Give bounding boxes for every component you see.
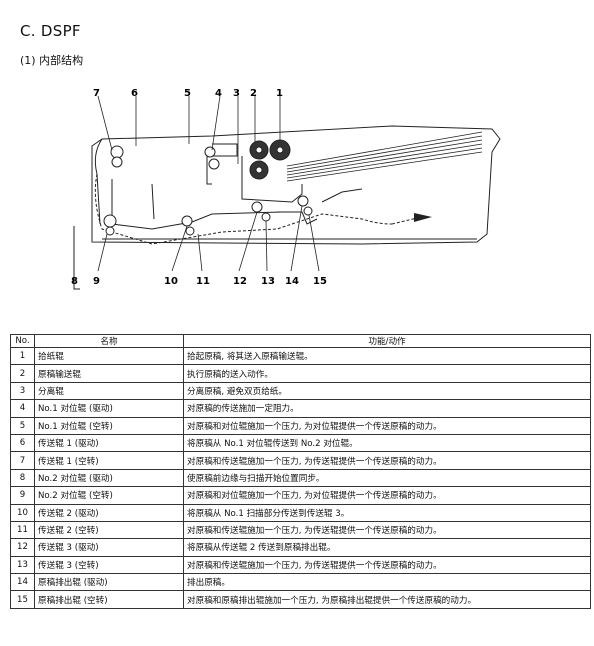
part-function: 对原稿和传送辊施加一个压力, 为传送辊提供一个传送原稿的动力。 — [183, 520, 591, 540]
row-number: 1 — [10, 346, 35, 366]
callout-4: 4 — [215, 88, 222, 99]
row-number: 6 — [10, 433, 35, 453]
callout-6: 6 — [131, 88, 138, 99]
part-function: 将原稿从传送辊 2 传送到原稿排出辊。 — [183, 538, 591, 557]
row-number: 7 — [10, 451, 35, 470]
part-function: 分离原稿, 避免双页给纸。 — [183, 381, 591, 401]
row-number: 14 — [10, 573, 35, 592]
callout-1: 1 — [276, 88, 283, 99]
part-name: 原稿排出辊 (驱动) — [34, 573, 184, 592]
dspf-internal-structure-diagram: 1 2 3 4 5 6 7 8 9 10 11 12 13 14 15 — [71, 88, 501, 290]
part-function: 将原稿从 No.1 对位辊传送到 No.2 对位辊。 — [183, 433, 591, 453]
part-name: 传送辊 2 (空转) — [34, 520, 184, 540]
part-function: 对原稿和对位辊施加一个压力, 为对位辊提供一个传送原稿的动力。 — [183, 416, 591, 435]
part-function: 对原稿和传送辊施加一个压力, 为传送辊提供一个传送原稿的动力。 — [183, 451, 591, 470]
part-function: 对原稿的传送施加一定阻力。 — [183, 399, 591, 418]
row-number: 9 — [10, 486, 35, 505]
part-function: 将原稿从 No.1 扫描部分传送到传送辊 3。 — [183, 503, 591, 522]
row-number: 3 — [10, 381, 35, 401]
part-name: 传送辊 3 (空转) — [34, 555, 184, 575]
part-function: 对原稿和原稿排出辊施加一个压力, 为原稿排出辊提供一个传送原稿的动力。 — [183, 590, 591, 609]
row-number: 2 — [10, 364, 35, 383]
part-function: 使原稿前边缘与扫描开始位置同步。 — [183, 468, 591, 488]
table-header-row: No. 名称 功能/动作 — [10, 334, 591, 348]
callout-7: 7 — [93, 88, 100, 99]
callout-15: 15 — [313, 276, 327, 287]
row-number: 13 — [10, 555, 35, 575]
part-name: 分离辊 — [34, 381, 184, 401]
row-number: 10 — [10, 503, 35, 522]
part-name: 传送辊 1 (驱动) — [34, 433, 184, 453]
part-name: 原稿输送辊 — [34, 364, 184, 383]
callout-5: 5 — [184, 88, 191, 99]
part-name: No.1 对位辊 (空转) — [34, 416, 184, 435]
callout-11: 11 — [196, 276, 210, 287]
part-name: No.1 对位辊 (驱动) — [34, 399, 184, 418]
section-heading: C. DSPF — [20, 22, 81, 40]
row-number: 15 — [10, 590, 35, 609]
row-number: 4 — [10, 399, 35, 418]
header-no: No. — [10, 334, 35, 348]
row-number: 8 — [10, 468, 35, 488]
callout-2: 2 — [250, 88, 257, 99]
part-function: 执行原稿的送入动作。 — [183, 364, 591, 383]
callout-14: 14 — [285, 276, 299, 287]
callout-9: 9 — [93, 276, 100, 287]
header-name: 名称 — [34, 334, 184, 348]
row-number: 5 — [10, 416, 35, 435]
part-function: 排出原稿。 — [183, 573, 591, 592]
row-number: 11 — [10, 520, 35, 540]
callout-3: 3 — [233, 88, 240, 99]
part-name: 传送辊 3 (驱动) — [34, 538, 184, 557]
part-function: 对原稿和对位辊施加一个压力, 为对位辊提供一个传送原稿的动力。 — [183, 486, 591, 505]
part-name: No.2 对位辊 (空转) — [34, 486, 184, 505]
part-function: 对原稿和传送辊施加一个压力, 为传送辊提供一个传送原稿的动力。 — [183, 555, 591, 575]
part-name: 传送辊 2 (驱动) — [34, 503, 184, 522]
callout-8: 8 — [71, 276, 78, 287]
part-function: 拾起原稿, 将其送入原稿输送辊。 — [183, 346, 591, 366]
callout-10: 10 — [164, 276, 178, 287]
part-name: No.2 对位辊 (驱动) — [34, 468, 184, 488]
subsection-heading: (1) 内部结构 — [20, 54, 84, 67]
callout-13: 13 — [261, 276, 275, 287]
part-name: 原稿排出辊 (空转) — [34, 590, 184, 609]
part-name: 传送辊 1 (空转) — [34, 451, 184, 470]
header-function: 功能/动作 — [183, 334, 591, 348]
part-name: 拾纸辊 — [34, 346, 184, 366]
row-number: 12 — [10, 538, 35, 557]
callout-12: 12 — [233, 276, 247, 287]
